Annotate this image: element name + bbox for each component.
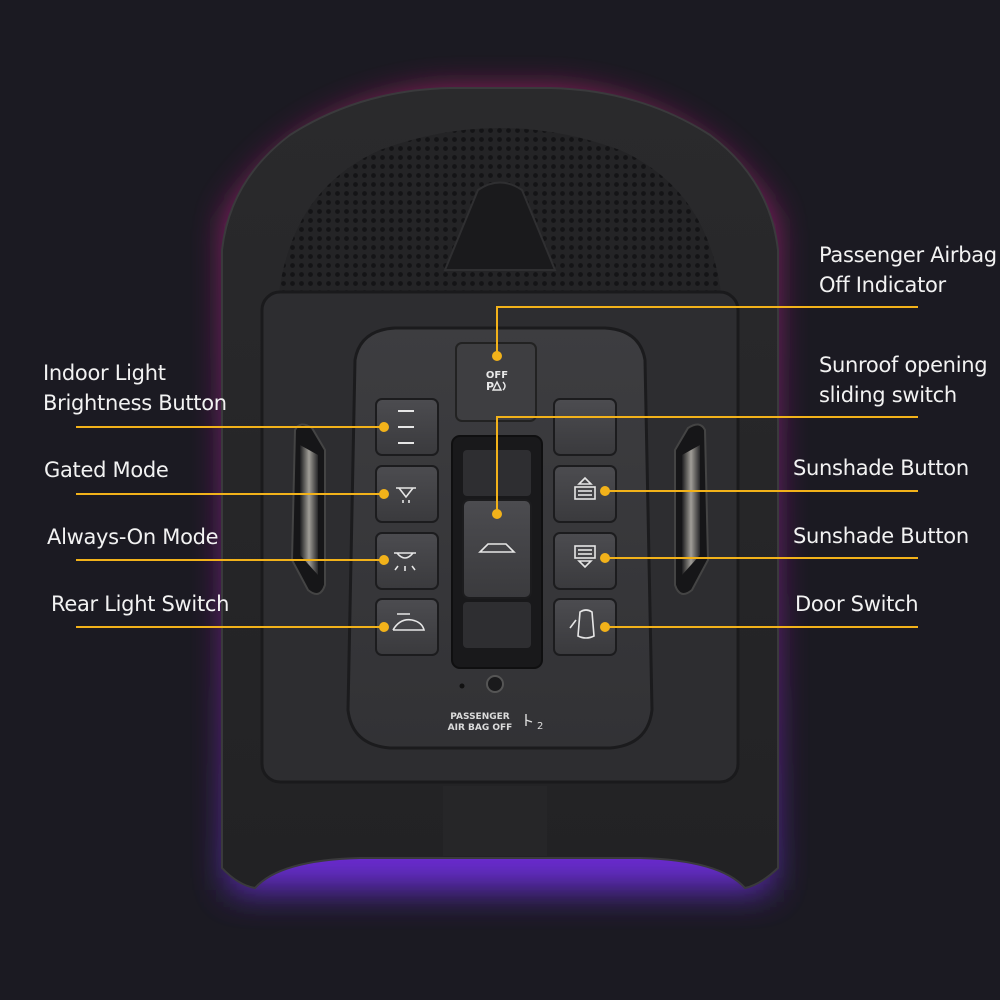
right-reading-lamp <box>674 423 710 595</box>
seat-symbol-number: 2 <box>537 721 543 732</box>
p-text: P <box>486 380 494 393</box>
right-button-column <box>553 398 617 656</box>
off-text: OFF <box>486 370 508 381</box>
passenger-text: PASSENGER <box>450 712 510 722</box>
label-rear-light: Rear Light Switch <box>51 592 230 616</box>
seat-symbol-icon <box>525 714 533 726</box>
sunshade-open-icon <box>574 476 596 500</box>
sunroof-car-icon <box>478 543 516 553</box>
blank-button[interactable] <box>553 398 617 456</box>
label-airbag-indicator: Passenger Airbag Off Indicator <box>819 243 997 297</box>
sunshade-open-button[interactable] <box>553 465 617 523</box>
door-car-icon <box>569 609 595 639</box>
label-door-switch: Door Switch <box>795 592 919 616</box>
leader-lines <box>76 306 918 632</box>
camera-lens <box>486 675 504 693</box>
sunroof-slider-bottom <box>463 602 531 648</box>
airbag-off-icon <box>491 380 506 391</box>
always-on-light-icon <box>394 552 416 571</box>
rear-light-icon <box>392 613 426 631</box>
airbag-off-text: AIR BAG OFF <box>448 723 513 733</box>
label-sunroof: Sunroof opening sliding switch <box>819 353 988 407</box>
left-reading-lamp <box>290 423 326 595</box>
label-indoor-light: Indoor Light Brightness Button <box>43 361 227 415</box>
sunshade-close-icon <box>574 545 596 569</box>
left-button-column <box>375 398 439 656</box>
label-gated-mode: Gated Mode <box>44 458 169 482</box>
brightness-bars-icon <box>398 410 414 444</box>
label-sunshade-2: Sunshade Button <box>793 524 969 548</box>
gated-light-icon <box>396 487 416 503</box>
label-sunshade-1: Sunshade Button <box>793 456 969 480</box>
sensor-cover <box>443 181 557 271</box>
label-always-on: Always-On Mode <box>47 525 219 549</box>
microphone-hole <box>459 683 465 689</box>
lower-housing-block <box>443 786 547 856</box>
